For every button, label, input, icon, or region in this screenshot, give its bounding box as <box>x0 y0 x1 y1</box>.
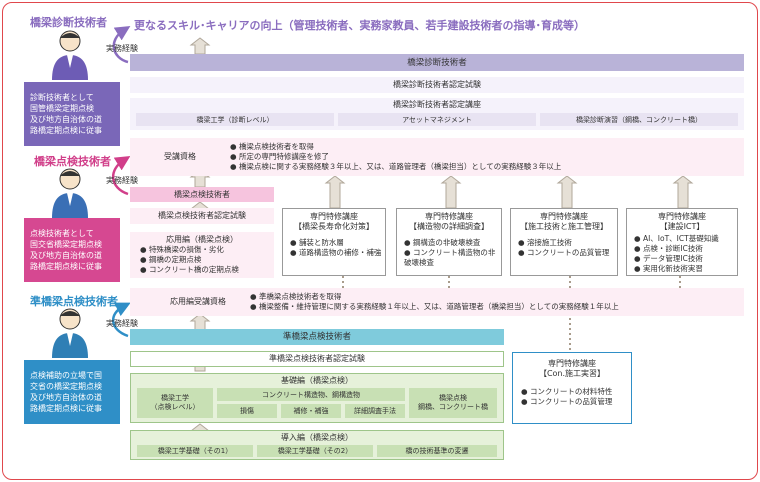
diagnostic-course-box: 橋梁診断技術者認定講座 橋梁工学（診断レベル） アセットマネジメント 橋梁診断演… <box>130 98 744 130</box>
inspection-applied-box: 応用編（橋梁点検） ● 特殊橋梁の損傷・劣化 ● 鋼橋の定期点検 ● コンクリー… <box>130 232 274 278</box>
diagnostic-course-item: 橋梁診断演習（鋼橋、コンクリート橋） <box>540 113 738 126</box>
person-icon <box>50 166 90 222</box>
up-arrow <box>189 313 211 331</box>
up-arrow <box>672 175 694 209</box>
special-course-card: 専門特修講座 【橋梁長寿命化対策】 ● 舗装と防水層 ● 道路構造物の補修・補強 <box>282 208 386 276</box>
experience-arrow-diagnostic <box>112 26 131 64</box>
diagnostic-course-title: 橋梁診断技術者認定講座 <box>393 100 481 109</box>
up-arrow <box>440 175 462 209</box>
basic-right-item: 橋梁点検鋼橋、コンクリート橋 <box>409 388 497 418</box>
diagnostic-course-item: アセットマネジメント <box>338 113 536 126</box>
special-course-card: 専門特修講座 【構造物の詳細調査】 ● 鋼構造の非破壊検査 ● コンクリート構造… <box>396 208 502 276</box>
construction-course-card: 専門特修講座 【Con.施工実習】 ● コンクリートの材料特性 ● コンクリート… <box>512 352 632 424</box>
experience-arrow-inspection <box>112 156 131 196</box>
associate-title-box: 準橋梁点検技術者 <box>130 329 504 345</box>
basic-mid-item: 補修・補強 <box>281 404 341 418</box>
role-description-inspector: 点検技術者として 国交省橋梁定期点検 及び地方自治体の道 路橋定期点検に従事 <box>24 218 120 282</box>
applied-title: 応用編（橋梁点検） <box>166 235 238 244</box>
role-label-diagnostician: 橋梁診断技術者 <box>30 16 107 29</box>
experience-label: 実務経験 <box>106 44 138 53</box>
intro-item: 橋梁工学基礎（その1） <box>137 445 253 457</box>
qualification-box: 受講資格 ● 橋梁点検技術者を取得 ● 所定の専門特修講座を修了 ● 橋梁点検に… <box>130 138 744 176</box>
role-description-associate: 点検補助の立場で国 交省の橋梁定期点検 及び地方自治体の道 路橋定期点検に従事 <box>24 360 120 424</box>
intro-course-box: 導入編（橋梁点検） 橋梁工学基礎（その1） 橋梁工学基礎（その2） 橋の技術基準… <box>130 430 504 460</box>
special-course-card: 専門特修講座 【建設ICT】 ● AI、IoT、ICT基礎知識 ● 点検・診断I… <box>626 208 738 276</box>
basic-mid-title: コンクリート構造物、鋼構造物 <box>217 388 405 401</box>
top-heading: 更なるスキル･キャリアの向上（管理技術者、実務家教員、若手建設技術者の指導･育成… <box>134 19 585 32</box>
intro-item: 橋梁工学基礎（その2） <box>257 445 373 457</box>
up-arrow <box>324 175 346 209</box>
applied-qualification-box: 応用編受講資格 ● 準橋梁点検技術者を取得 ● 橋梁整備・維持管理に関する実務経… <box>130 288 744 316</box>
person-icon <box>50 306 90 362</box>
role-label-associate: 準橋梁点検技術者 <box>30 295 118 308</box>
experience-label: 実務経験 <box>106 319 138 328</box>
basic-left-item: 橋梁工学（点検レベル） <box>137 388 213 418</box>
basic-course-box: 基礎編（橋梁点検） 橋梁工学（点検レベル） コンクリート構造物、鋼構造物 損傷 … <box>130 373 504 423</box>
diagnostic-title-box: 橋梁診断技術者 <box>130 54 744 71</box>
qualification-label: 受講資格 <box>164 152 196 161</box>
intro-item: 橋の技術基準の変遷 <box>377 445 497 457</box>
up-arrow <box>556 175 578 209</box>
experience-label: 実務経験 <box>106 176 138 185</box>
diagnostic-exam-box: 橋梁診断技術者認定試験 <box>130 77 744 93</box>
person-icon <box>50 28 90 84</box>
qualification-list: ● 橋梁点検技術者を取得 ● 所定の専門特修講座を修了 ● 橋梁点検に関する実務… <box>230 142 562 171</box>
basic-title: 基礎編（橋梁点検） <box>281 376 353 385</box>
associate-exam-box: 準橋梁点検技術者認定試験 <box>130 351 504 367</box>
inspection-exam-box: 橋梁点検技術者認定試験 <box>130 208 274 224</box>
role-label-inspector: 橋梁点検技術者 <box>34 155 111 168</box>
diagnostic-course-item: 橋梁工学（診断レベル） <box>136 113 334 126</box>
up-arrow <box>189 37 211 55</box>
special-course-card: 専門特修講座 【施工技術と施工管理】 ● 溶接施工技術 ● コンクリートの品質管… <box>510 208 618 276</box>
basic-mid-item: 詳細調査手法 <box>345 404 405 418</box>
intro-title: 導入編（橋梁点検） <box>281 433 353 442</box>
experience-arrow-associate <box>112 302 131 338</box>
applied-qualification-label: 応用編受講資格 <box>170 297 226 306</box>
inspection-title-box: 橋梁点検技術者 <box>130 187 274 202</box>
basic-mid-item: 損傷 <box>217 404 277 418</box>
role-description-diagnostician: 診断技術者として 国管橋梁定期点検 及び地方自治体の道 路橋定期点検に従事 <box>24 82 120 146</box>
